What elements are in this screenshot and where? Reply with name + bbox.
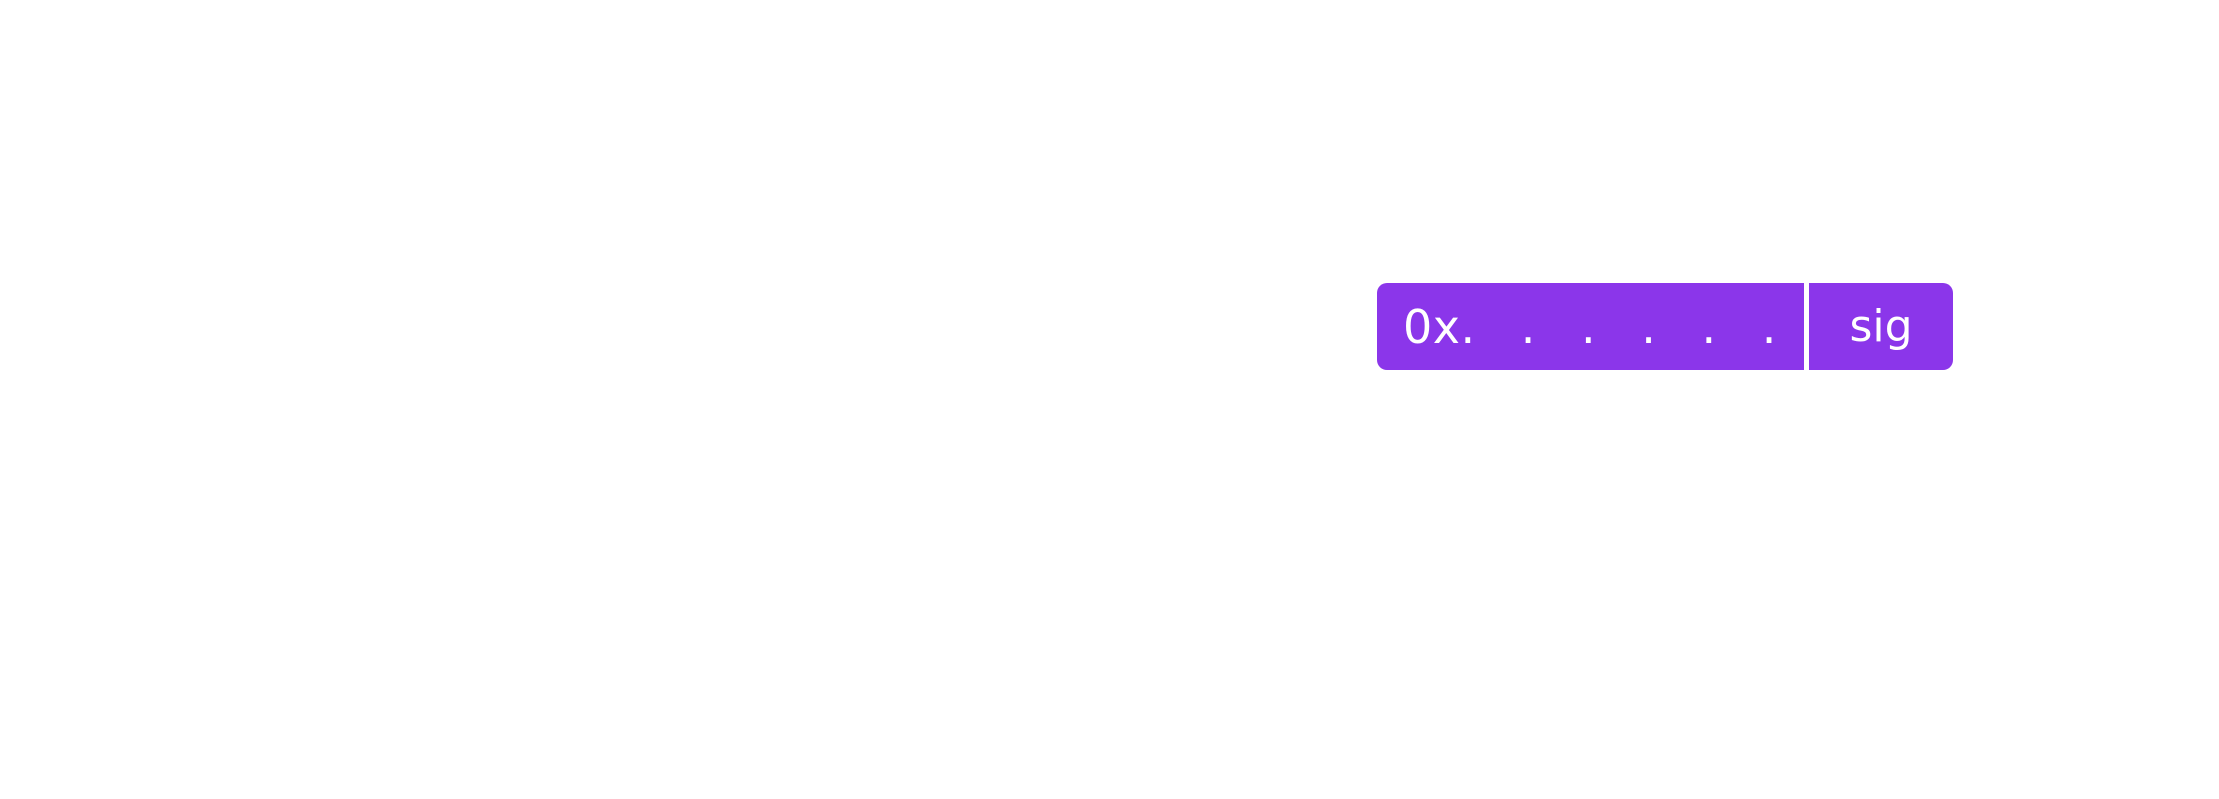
address-sig-pill: 0x. . . . . . . . . . sig [1377, 283, 2017, 370]
sig-label: sig [1849, 300, 1913, 352]
sig-button[interactable]: sig [1809, 283, 1953, 370]
masked-address-button[interactable]: 0x. . . . . . . . . . [1377, 283, 2017, 370]
address-prefix: 0x [1403, 299, 1461, 354]
